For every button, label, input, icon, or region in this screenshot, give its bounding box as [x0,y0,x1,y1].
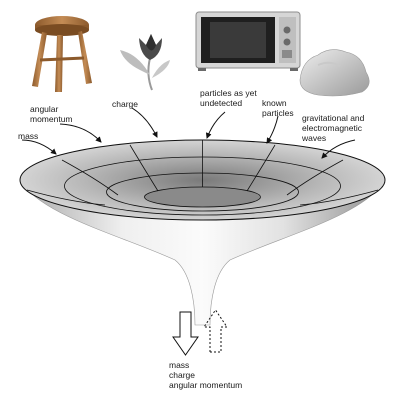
output-arrows [172,309,228,356]
input-arrows [21,107,356,159]
label-particles-undetected: particles as yet undetected [200,88,257,108]
arrow-angular-momentum [59,123,102,143]
label-known-particles: known particles [262,98,294,118]
arrow-up-dashed [203,309,228,353]
output-angular-momentum: angular momentum [169,380,243,390]
label-angular-momentum: angular momentum [30,104,73,124]
microwave-icon [195,11,301,71]
label-mass-in: mass [18,131,39,141]
label-gravitational-waves: gravitational and electromagnetic waves [302,113,365,143]
arrow-charge [131,107,158,138]
arrow-mass [21,139,57,155]
label-outputs: mass charge angular momentum [169,360,242,390]
rock-icon [299,49,370,97]
arrow-down [172,311,199,356]
arrow-particles-undetected [205,111,226,139]
arrow-known-particles [266,115,279,144]
arrow-gravitational-waves [321,139,356,159]
stool-icon [32,16,92,92]
funnel [19,139,386,326]
tulip-icon [120,34,170,91]
label-charge-in: charge [112,99,138,109]
output-charge: charge [169,370,195,380]
output-mass: mass [169,360,190,370]
